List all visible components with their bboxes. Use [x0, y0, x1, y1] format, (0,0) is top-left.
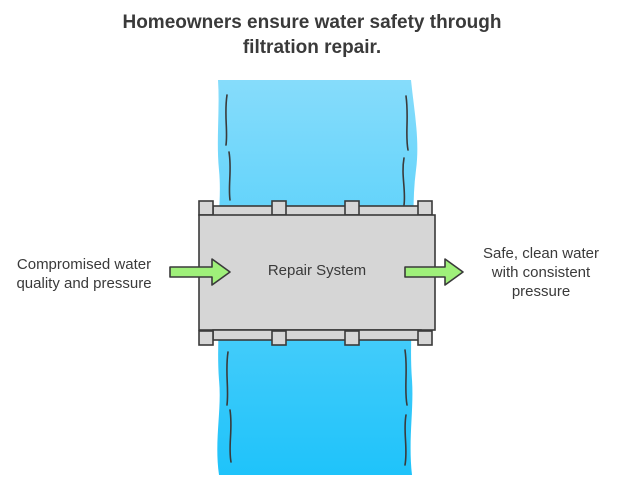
input-label-line-2: quality and pressure	[16, 275, 152, 292]
output-label: Safe, clean water with consistent pressu…	[466, 244, 616, 301]
output-label-line-3: pressure	[511, 283, 571, 300]
input-label-line-1: Compromised water	[16, 256, 152, 273]
output-label-line-1: Safe, clean water	[483, 245, 599, 262]
title-line-1: Homeowners ensure water safety through	[122, 12, 502, 33]
repair-system-label: Repair System	[267, 262, 367, 279]
water-flow-lines	[225, 94, 409, 466]
repair-system-box	[198, 214, 436, 331]
output-arrow	[404, 258, 464, 286]
output-label-line-2: with consistent	[491, 264, 591, 281]
input-label: Compromised water quality and pressure	[4, 255, 164, 293]
diagram-title: Homeowners ensure water safety through f…	[0, 10, 624, 60]
title-line-2: filtration repair.	[242, 37, 382, 58]
bottom-flange	[198, 329, 433, 346]
input-arrow	[169, 258, 231, 286]
